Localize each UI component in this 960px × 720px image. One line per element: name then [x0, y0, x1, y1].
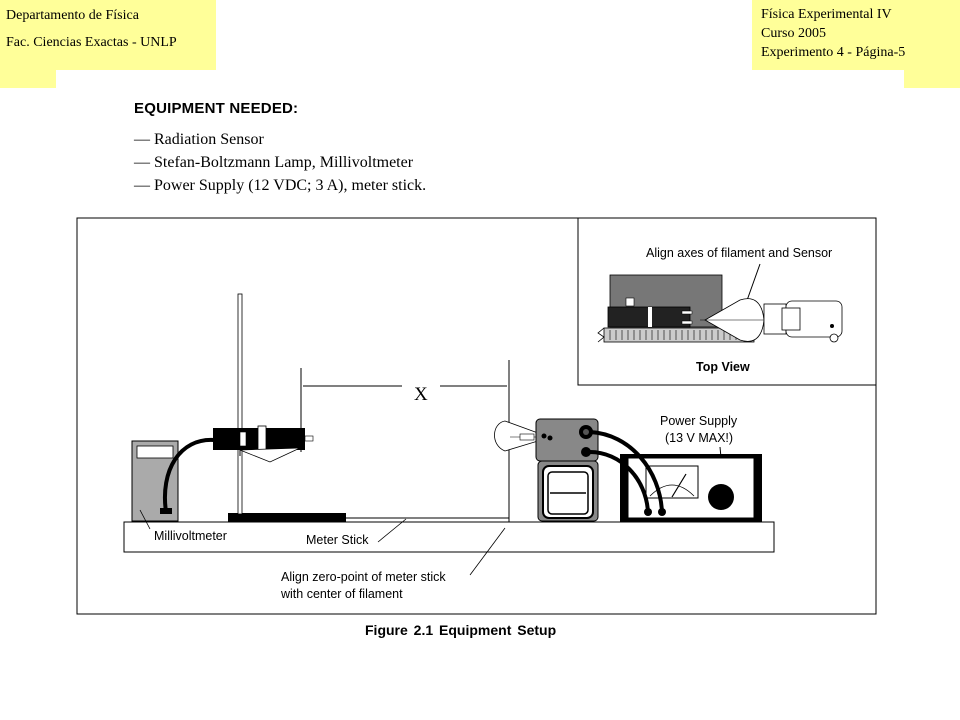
equipment-item: Radiation Sensor — [134, 128, 426, 151]
header-right-strip — [904, 70, 960, 88]
power-supply: Power Supply (13 V MAX!) — [620, 414, 762, 522]
power-cable — [589, 430, 664, 513]
header-right: Física Experimental IV Curso 2005 Experi… — [752, 0, 960, 70]
table-base — [123, 521, 775, 553]
figure-frame — [76, 217, 877, 615]
stand-rod — [237, 293, 243, 515]
equipment-list: Radiation Sensor Stefan-Boltzmann Lamp, … — [134, 128, 426, 197]
power-supply-label: Power Supply — [660, 414, 738, 428]
meter-stick-label: Meter Stick — [306, 533, 369, 547]
millivoltmeter-label: Millivoltmeter — [154, 529, 227, 543]
header-left: Departamento de Física Fac. Ciencias Exa… — [0, 0, 216, 70]
distance-marker: X — [300, 360, 510, 524]
figure-caption: Figure 2.1 Equipment Setup — [365, 622, 557, 638]
equipment-item: Stefan-Boltzmann Lamp, Millivoltmeter — [134, 151, 426, 174]
sensor-cable — [162, 437, 215, 513]
align-note-line1: Align zero-point of meter stick — [281, 570, 446, 584]
header-course-name: Física Experimental IV — [761, 7, 892, 22]
equipment-item: Power Supply (12 VDC; 3 A), meter stick. — [134, 174, 426, 197]
stefan-boltzmann-lamp — [494, 418, 599, 522]
header-left-strip — [0, 70, 56, 88]
millivoltmeter — [131, 440, 179, 522]
distance-label: X — [414, 384, 428, 405]
inset-note: Align axes of filament and Sensor — [646, 246, 832, 260]
align-note-line2: with center of filament — [280, 587, 403, 601]
header-page-info: Experimento 4 - Página-5 — [761, 45, 906, 60]
header-department: Departamento de Física — [6, 8, 139, 23]
header-faculty: Fac. Ciencias Exactas - UNLP — [6, 35, 177, 50]
power-cable — [589, 450, 650, 513]
inset-label: Top View — [696, 360, 750, 374]
radiation-sensor — [213, 425, 314, 463]
stand-base — [228, 513, 346, 522]
header-course-year: Curso 2005 — [761, 26, 826, 41]
equipment-title: EQUIPMENT NEEDED: — [134, 100, 299, 117]
top-view-inset: Align axes of filament and Sensor — [577, 217, 877, 386]
power-supply-warning: (13 V MAX!) — [665, 431, 733, 445]
